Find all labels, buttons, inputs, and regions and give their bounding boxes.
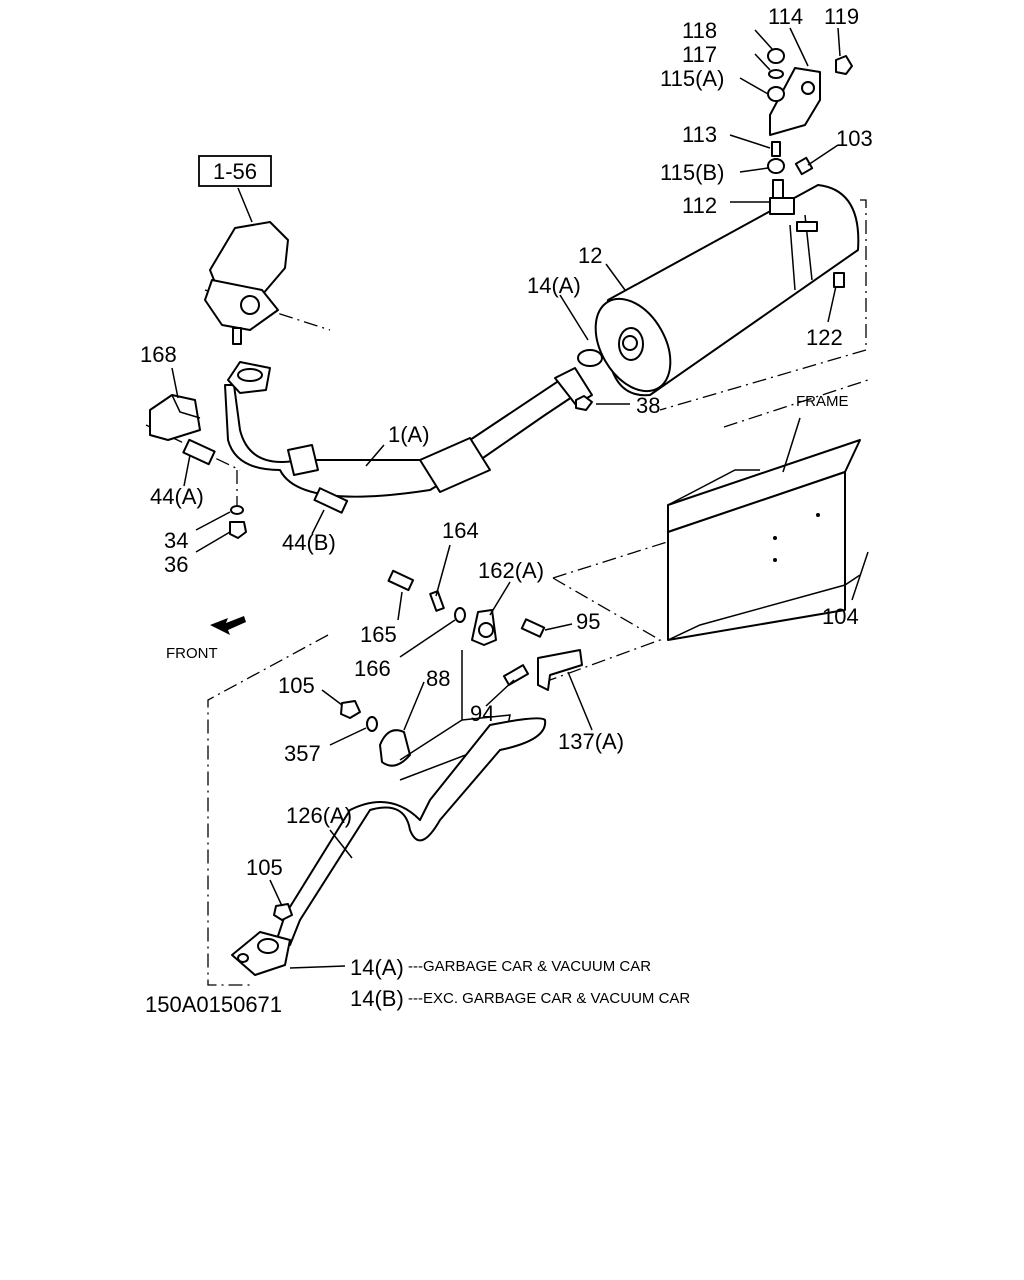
reference-box-label: 1-56 [213,159,257,184]
part-label-126a: 126(A) [286,803,352,828]
part-label-162a: 162(A) [478,558,544,583]
part-labels: 118 114 119 117 115(A) 113 103 115(B) 11… [140,4,873,980]
part-label-118: 118 [682,18,717,43]
part-label-14a-lower: 14(A) [350,955,404,980]
front-pipe [224,349,603,498]
note-part-14b: 14(B) [350,986,404,1011]
part-label-105-lower: 105 [246,855,283,880]
muffler [594,156,860,397]
part-label-165: 165 [360,622,397,647]
part-label-122: 122 [806,325,843,350]
part-label-119: 119 [824,4,859,29]
part-label-88: 88 [426,666,450,691]
part-label-117: 117 [682,42,717,67]
mount-bracket-168 [149,394,349,539]
tail-pipe [231,717,547,976]
part-label-104: 104 [822,604,859,629]
part-label-14a: 14(A) [527,273,581,298]
part-label-105-upper: 105 [278,673,315,698]
part-label-164: 164 [442,518,479,543]
part-label-34: 34 [164,528,188,553]
muffler-mount-hardware [767,48,853,174]
frame-rail [667,417,861,641]
part-label-36: 36 [164,552,188,577]
part-label-1a: 1(A) [388,422,430,447]
reference-box: 1-56 [198,155,272,223]
part-label-44b: 44(B) [282,530,336,555]
turbo-component [204,221,289,345]
leader-lines [171,27,869,969]
part-label-95: 95 [576,609,600,634]
front-arrow-icon [210,616,246,635]
part-label-103: 103 [836,126,873,151]
part-label-137a: 137(A) [558,729,624,754]
part-label-113: 113 [682,122,717,147]
drawing-code: 150A0150671 [145,992,282,1017]
part-label-38: 38 [636,393,660,418]
part-label-94: 94 [470,701,494,726]
part-label-12: 12 [578,243,602,268]
part-label-114: 114 [768,4,803,29]
note-exc-garbage-vacuum: ---EXC. GARBAGE CAR & VACUUM CAR [408,990,690,1007]
part-label-357: 357 [284,741,321,766]
part-label-115b: 115(B) [660,160,724,185]
front-label: FRONT [166,645,218,662]
part-label-44a: 44(A) [150,484,204,509]
part-label-112: 112 [682,193,717,218]
note-garbage-vacuum: ---GARBAGE CAR & VACUUM CAR [408,958,651,975]
pipe-hanger-parts [340,569,583,781]
part-label-168: 168 [140,342,177,367]
legend-notes: 14(B) ---GARBAGE CAR & VACUUM CAR ---EXC… [350,958,690,1011]
frame-label: FRAME [796,393,849,410]
part-label-115a: 115(A) [660,66,724,91]
part-label-166: 166 [354,656,391,681]
